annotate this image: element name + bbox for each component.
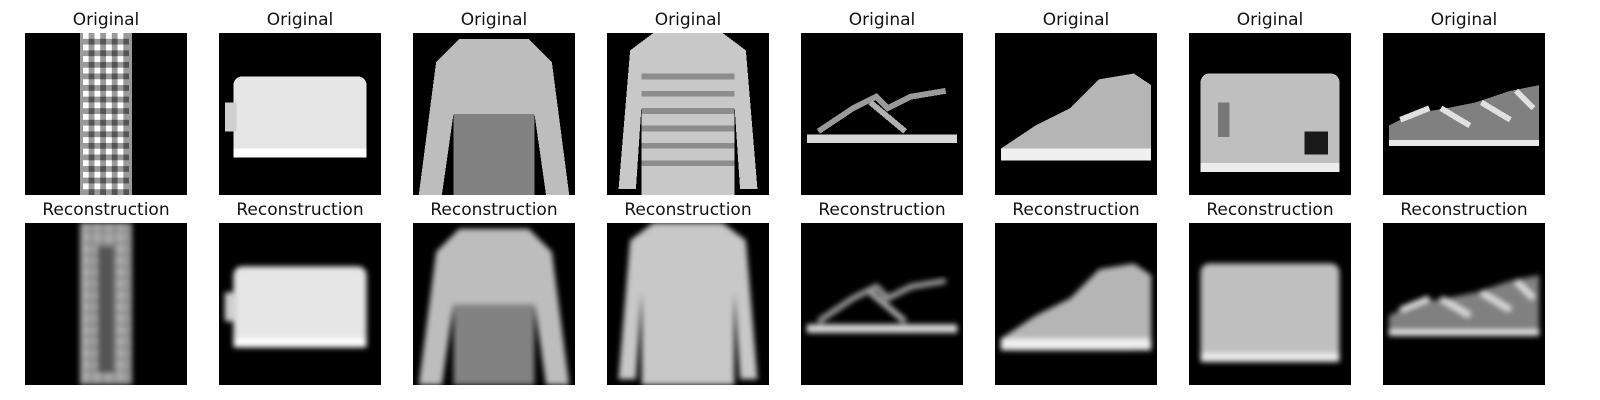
panel-title: Reconstruction [430,200,558,220]
sandal-drawing [801,223,963,385]
pullover-reconstruction-image [413,223,575,385]
sandal-original-image [801,33,963,195]
strappy-sandal-drawing [1383,33,1545,195]
strappy-sandal-original-image [1383,33,1545,195]
pullover-drawing [413,223,575,385]
panel-title: Reconstruction [1012,200,1140,220]
bag-original-image [219,33,381,195]
panel-title: Original [460,10,528,30]
bag-with-pocket-reconstruction-image [1189,223,1351,385]
dress-drawing [25,223,187,385]
sneaker-original-image [995,33,1157,195]
bag-pocket-drawing [1189,33,1351,195]
striped-shirt-original-image [607,33,769,195]
strappy-sandal-drawing [1383,223,1545,385]
panel-title: Reconstruction [1400,200,1528,220]
strappy-sandal-reconstruction-image [1383,223,1545,385]
striped-shirt-reconstruction-image [607,223,769,385]
panel-title: Original [1236,10,1304,30]
panel-title: Original [266,10,334,30]
panel-title: Original [72,10,140,30]
bag-drawing [219,33,381,195]
dress-drawing [25,33,187,195]
sandal-drawing [801,33,963,195]
sneaker-drawing [995,33,1157,195]
striped-shirt-drawing [607,223,769,385]
bag-pocket-drawing [1189,223,1351,385]
pullover-original-image [413,33,575,195]
dress-original-image [25,33,187,195]
sneaker-drawing [995,223,1157,385]
panel-title: Reconstruction [1206,200,1334,220]
sandal-reconstruction-image [801,223,963,385]
panel-title: Original [654,10,722,30]
sneaker-reconstruction-image [995,223,1157,385]
pullover-drawing [413,33,575,195]
bag-reconstruction-image [219,223,381,385]
striped-shirt-drawing [607,33,769,195]
bag-with-pocket-original-image [1189,33,1351,195]
panel-title: Reconstruction [42,200,170,220]
panel-title: Original [848,10,916,30]
panel-title: Reconstruction [624,200,752,220]
panel-title: Original [1042,10,1110,30]
bag-drawing [219,223,381,385]
dress-reconstruction-image [25,223,187,385]
panel-title: Original [1430,10,1498,30]
panel-title: Reconstruction [818,200,946,220]
panel-title: Reconstruction [236,200,364,220]
